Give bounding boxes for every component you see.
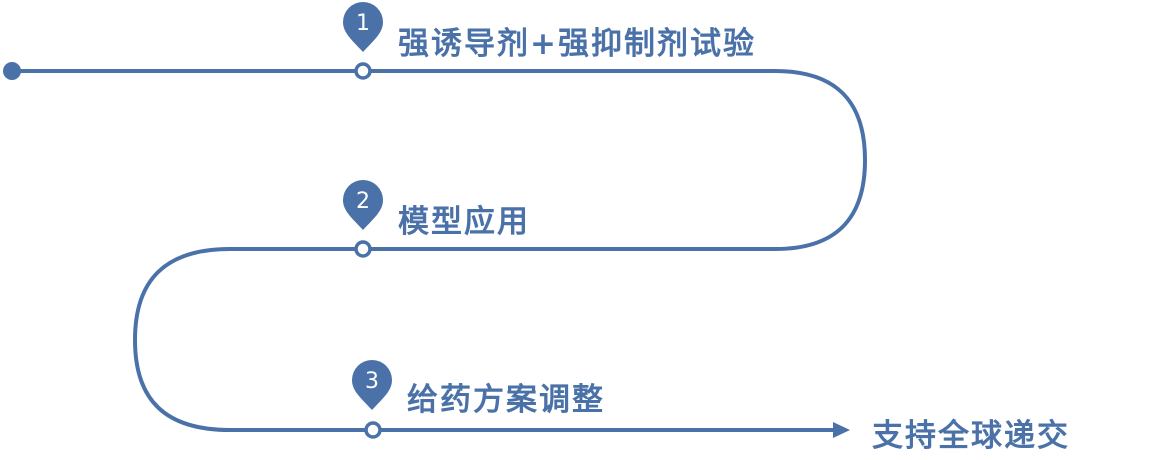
- step-2: 2 模型应用: [343, 180, 530, 258]
- step-node: [364, 421, 382, 439]
- step-label: 强诱导剂+强抑制剂试验: [398, 26, 756, 62]
- step-label: 给药方案调整: [407, 382, 605, 418]
- step-number: 3: [365, 369, 379, 394]
- step-node: [354, 240, 372, 258]
- pin-icon: [352, 360, 392, 410]
- step-1: 1 强诱导剂+强抑制剂试验: [343, 2, 756, 80]
- pin-icon: [343, 2, 383, 52]
- step-number: 2: [356, 189, 370, 214]
- end-label: 支持全球递交: [872, 418, 1070, 454]
- step-label: 模型应用: [398, 204, 530, 240]
- pin-icon: [343, 180, 383, 230]
- timeline-path: [12, 69, 868, 432]
- step-node: [354, 62, 372, 80]
- arrow-head-icon: [833, 422, 850, 438]
- step-number: 1: [356, 11, 370, 36]
- step-3: 3 给药方案调整: [352, 360, 605, 439]
